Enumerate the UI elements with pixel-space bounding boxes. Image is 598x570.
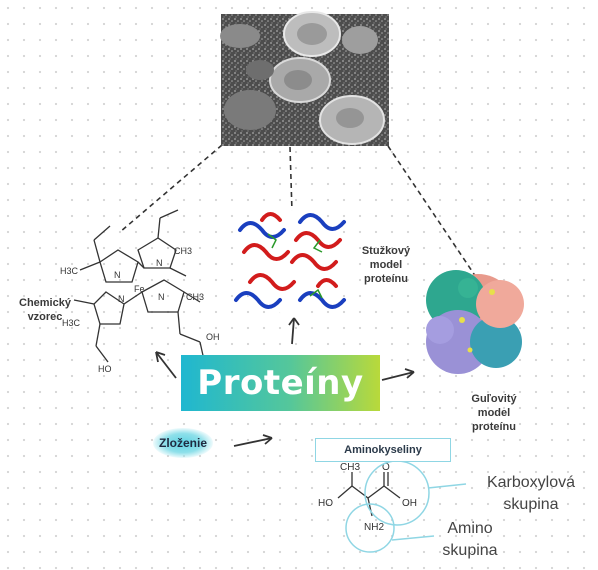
h3c-label-1: H3C xyxy=(60,266,79,276)
blood-cells-photo xyxy=(220,11,389,146)
arrow-to-ribbon xyxy=(291,317,295,345)
globular-model-label: Guľovitý model proteínu xyxy=(471,393,517,433)
ho-amino-label: HO xyxy=(318,498,333,509)
amino-acid-structure xyxy=(337,472,401,517)
ribbon-model-image xyxy=(234,210,350,314)
photo-frame xyxy=(221,14,389,146)
ch3-top-label: CH3 xyxy=(340,462,360,473)
ch3-label-2: CH3 xyxy=(174,246,192,256)
fe-label: Fe xyxy=(134,284,145,294)
title-arrows xyxy=(155,317,415,447)
n-label-2: N xyxy=(156,258,163,268)
n-label-3: N xyxy=(118,294,125,304)
arrow-to-amino xyxy=(233,437,273,447)
chemical-formula-label: Chemický vzorec xyxy=(19,297,71,323)
h3c-label-2: H3C xyxy=(62,318,81,328)
ho-label: HO xyxy=(98,364,112,374)
connector-lines xyxy=(119,144,479,281)
amino-circle xyxy=(345,503,395,553)
nh2-label: NH2 xyxy=(364,522,384,533)
title-banner: Proteíny xyxy=(181,355,380,411)
ch3-label-1: CH3 xyxy=(186,292,204,302)
page-title: Proteíny xyxy=(197,363,364,403)
chemical-formula-structure xyxy=(73,209,205,363)
amino-atom-labels: CH3 HO O OH NH2 xyxy=(318,462,417,533)
oh-label: OH xyxy=(206,332,220,342)
composition-label: Zloženie xyxy=(153,428,213,458)
ribbon-model-label: Stužkový model proteínu xyxy=(361,245,411,285)
amino-group-label: Amino skupina xyxy=(442,520,498,559)
globular-model-image xyxy=(426,270,524,374)
carboxyl-group-label: Karboxylová skupina xyxy=(486,474,576,513)
oh-amino-label: OH xyxy=(402,498,417,509)
arrow-to-globular xyxy=(381,371,415,381)
n-label-4: N xyxy=(158,292,165,302)
amino-acids-banner: Aminokyseliny xyxy=(315,438,451,462)
formula-atom-labels: Fe N N N N H3C CH3 CH3 H3C HO OH xyxy=(60,246,220,374)
o-label: O xyxy=(382,462,390,473)
arrow-to-formula xyxy=(155,351,177,379)
n-label-1: N xyxy=(114,270,121,280)
